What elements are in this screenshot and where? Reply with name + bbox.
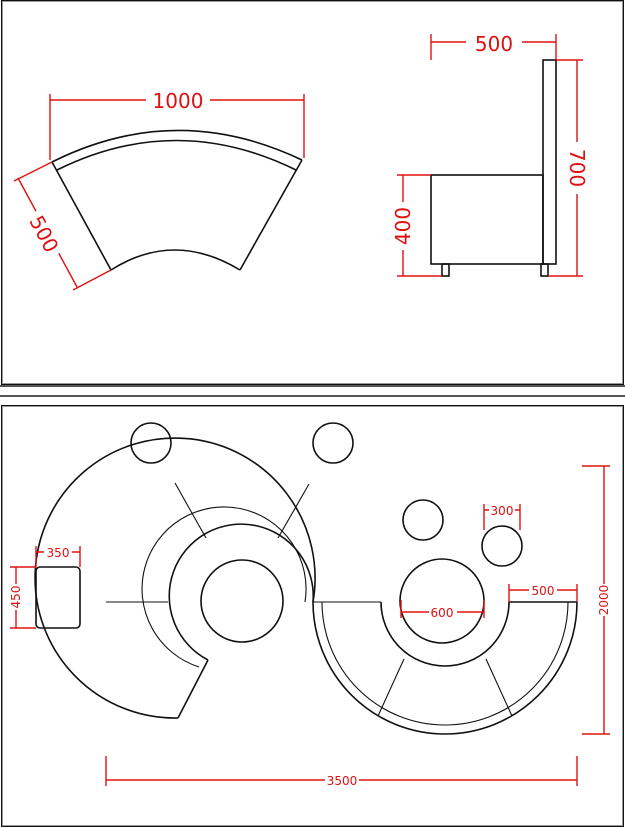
curved-module-back-inner-edge <box>56 139 297 171</box>
dim-total-length: 3500 <box>105 756 578 788</box>
dim-arc-depth: 500 <box>13 161 112 291</box>
round-stool-4 <box>481 525 523 567</box>
dim-total-depth: 2000 <box>582 465 611 735</box>
sofa-backrest <box>542 59 557 265</box>
dim-label-small-table: 300 <box>491 504 514 518</box>
right-sofa-outer-arc <box>312 601 578 735</box>
dim-label-big-table: 600 <box>431 606 454 620</box>
right-sofa-divider-1 <box>377 658 405 717</box>
left-curved-sofa <box>34 437 316 719</box>
curved-module-outer-edge <box>51 129 303 163</box>
round-stool-3 <box>402 499 444 541</box>
left-sofa-end <box>177 659 209 719</box>
square-ottoman <box>35 566 81 629</box>
dim-label-ottoman-height: 450 <box>9 586 23 609</box>
sofa-seat <box>430 174 544 265</box>
dim-label-back-height: 700 <box>565 149 589 187</box>
left-sofa-divider-3 <box>277 483 310 539</box>
sofa-leg-front <box>441 263 450 277</box>
panel-divider-bottom <box>0 395 625 397</box>
dim-ottoman-width: 350 <box>35 545 81 567</box>
panel-divider-top <box>0 385 625 387</box>
dim-label-seat-height: 400 <box>391 207 415 245</box>
dim-seat-depth: 500 <box>430 32 557 60</box>
dim-small-table: 300 <box>483 503 521 530</box>
dim-arc-width: 1000 <box>49 89 305 160</box>
top-drawing-panel <box>1 0 624 385</box>
dim-seat-height: 400 <box>391 174 442 277</box>
round-stool-1 <box>130 422 172 464</box>
sofa-side-view <box>430 59 557 277</box>
dim-label-total-length: 3500 <box>327 774 358 788</box>
curved-module-front-edge <box>110 249 241 271</box>
dim-label-ottoman-width: 350 <box>47 546 70 560</box>
right-curved-sofa <box>312 601 578 735</box>
curved-module-left-side <box>51 161 112 271</box>
bottom-drawing-panel <box>1 405 624 827</box>
curved-module-right-side <box>239 159 303 271</box>
left-sofa-inner-arc <box>168 523 315 661</box>
curved-sofa-module <box>51 129 303 271</box>
sofa-leg-back <box>540 263 549 277</box>
dim-label-arc-width: 1000 <box>153 89 204 113</box>
left-sofa-back-line <box>141 506 307 668</box>
left-sofa-divider-2 <box>174 482 207 539</box>
right-coffee-table <box>399 558 485 644</box>
dim-back-height: 700 <box>548 59 589 277</box>
dim-big-table: 600 <box>400 600 485 620</box>
right-sofa-inner-arc <box>380 601 510 667</box>
dim-plan-seat-depth: 500 <box>508 583 578 602</box>
left-sofa-outer-arc <box>34 437 316 719</box>
dim-label-plan-seat-depth: 500 <box>532 584 555 598</box>
left-coffee-table <box>200 559 284 643</box>
dim-label-seat-depth: 500 <box>475 32 513 56</box>
right-sofa-divider-2 <box>485 658 513 717</box>
right-sofa-back-line <box>321 601 569 726</box>
dim-ottoman-height: 450 <box>9 566 36 629</box>
dim-label-total-depth: 2000 <box>597 585 611 616</box>
round-stool-2 <box>312 422 354 464</box>
